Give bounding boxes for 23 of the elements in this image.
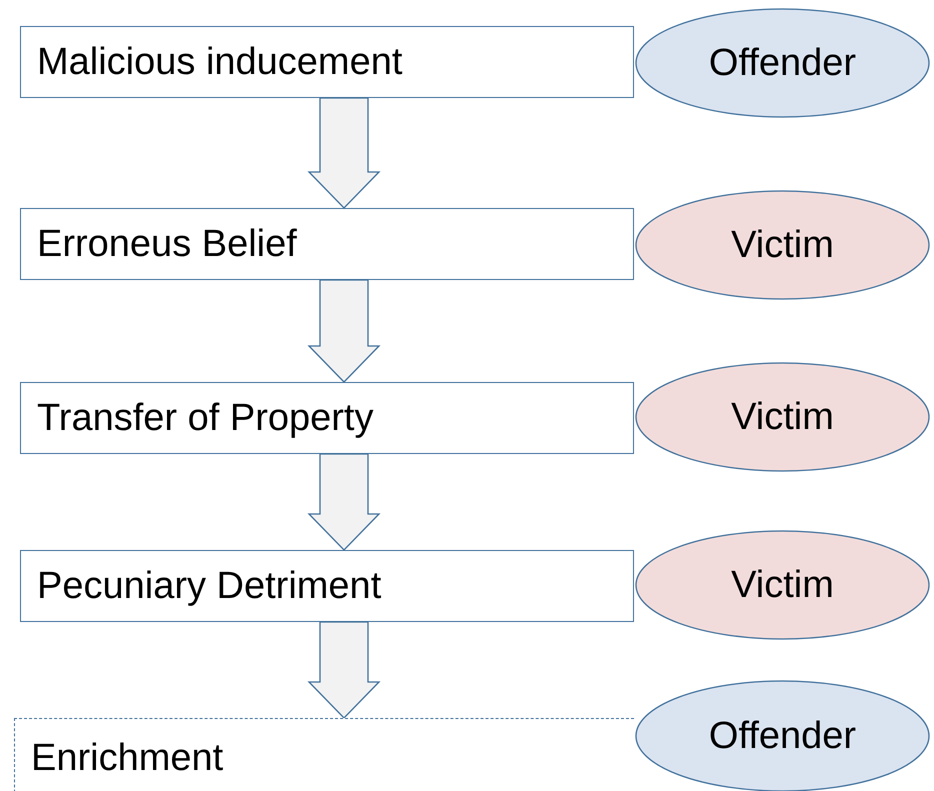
step-label: Transfer of Property [37, 396, 374, 440]
role-ellipse [635, 190, 930, 300]
process-box [14, 718, 634, 791]
role-label: Offender [708, 714, 856, 758]
process-box [20, 26, 634, 98]
role-label: Victim [731, 224, 834, 266]
role-ellipse [635, 530, 930, 640]
role-label: Victim [731, 396, 834, 438]
process-box [20, 550, 634, 622]
block-arrow [307, 97, 381, 209]
role-label: Victim [731, 564, 834, 606]
block-arrow [307, 453, 381, 551]
step-label: Enrichment [31, 737, 224, 780]
step-label: Erroneus Belief [37, 222, 297, 266]
step-label: Malicious inducement [37, 40, 402, 84]
role-ellipse [635, 8, 930, 118]
process-box [20, 208, 634, 280]
block-arrow [307, 621, 381, 719]
process-box [20, 382, 634, 454]
role-ellipse [635, 362, 930, 472]
step-label: Pecuniary Detriment [37, 564, 382, 608]
block-arrow [307, 279, 381, 383]
role-label: Offender [708, 42, 856, 84]
